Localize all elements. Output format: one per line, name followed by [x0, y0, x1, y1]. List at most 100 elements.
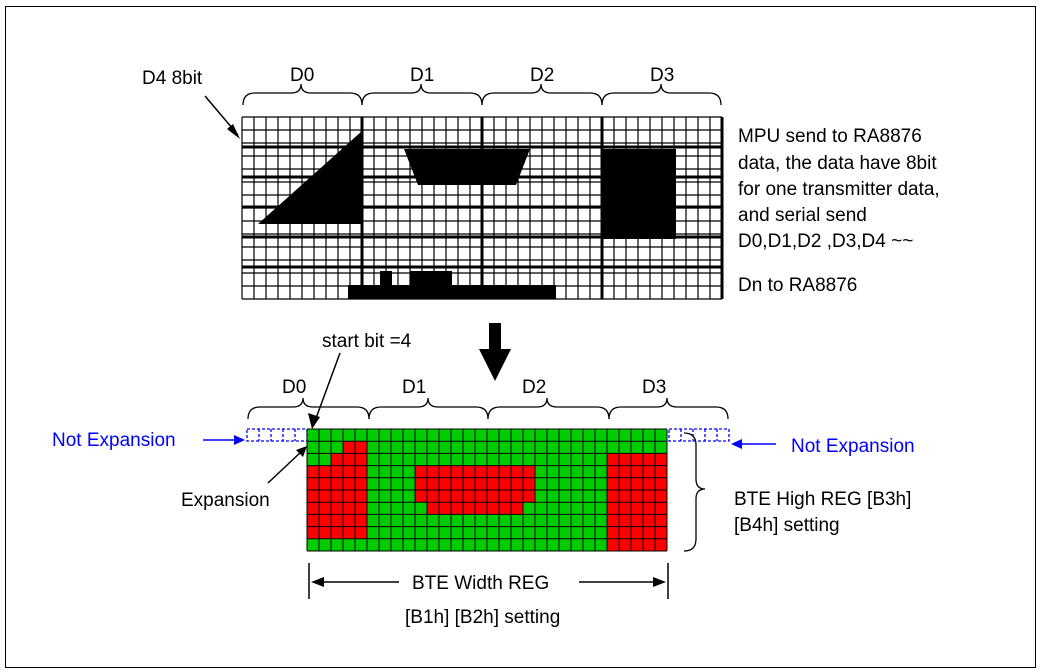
expanded-pixel-red — [511, 477, 523, 490]
expanded-pixel-red — [355, 477, 367, 490]
expanded-pixel-green — [319, 538, 331, 551]
expanded-pixel-red — [415, 465, 427, 478]
expanded-pixel-red — [307, 526, 319, 539]
expanded-pixel-green — [607, 441, 619, 454]
expanded-pixel-red — [343, 477, 355, 490]
expanded-pixel-green — [463, 453, 475, 466]
expanded-pixel-green — [571, 514, 583, 527]
expanded-pixel-red — [463, 465, 475, 478]
expanded-pixel-green — [583, 453, 595, 466]
expanded-pixel-red — [331, 502, 343, 515]
expanded-pixel-green — [595, 538, 607, 551]
expanded-pixel-red — [523, 490, 535, 503]
expanded-pixel-green — [511, 526, 523, 539]
expanded-pixel-green — [391, 526, 403, 539]
expanded-pixel-green — [535, 465, 547, 478]
expanded-pixel-green — [547, 453, 559, 466]
expanded-pixel-green — [547, 441, 559, 454]
d4-pointer-arrowhead — [227, 124, 240, 139]
expanded-pixel-green — [355, 429, 367, 442]
expanded-pixel-red — [319, 465, 331, 478]
expanded-pixel-green — [487, 453, 499, 466]
expanded-pixel-red — [523, 477, 535, 490]
expanded-pixel-red — [343, 465, 355, 478]
expanded-pixel-green — [511, 429, 523, 442]
expanded-pixel-red — [487, 465, 499, 478]
expanded-pixel-green — [307, 538, 319, 551]
expanded-pixel-red — [619, 526, 631, 539]
width-dimension — [308, 563, 669, 599]
expanded-pixel-red — [331, 490, 343, 503]
expanded-pixel-green — [595, 477, 607, 490]
expanded-pixel-red — [619, 490, 631, 503]
expanded-pixel-red — [475, 465, 487, 478]
expanded-pixel-red — [607, 538, 619, 551]
expanded-pixel-green — [475, 441, 487, 454]
expanded-pixel-green — [451, 514, 463, 527]
expanded-pixel-red — [607, 526, 619, 539]
expanded-pixel-green — [643, 441, 655, 454]
expanded-pixel-green — [439, 453, 451, 466]
expanded-pixel-green — [571, 441, 583, 454]
expanded-pixel-green — [475, 514, 487, 527]
expanded-pixel-green — [379, 477, 391, 490]
expanded-pixel-red — [655, 502, 667, 515]
expanded-pixel-green — [427, 441, 439, 454]
expanded-pixel-green — [511, 441, 523, 454]
expanded-pixel-green — [391, 514, 403, 527]
expanded-pixel-green — [487, 514, 499, 527]
expanded-pixel-green — [415, 538, 427, 551]
top-description: MPU send to RA8876 data, the data have 8… — [738, 126, 940, 296]
expanded-pixel-green — [319, 453, 331, 466]
expanded-pixel-green — [655, 441, 667, 454]
expanded-pixel-green — [427, 538, 439, 551]
expanded-pixel-green — [547, 429, 559, 442]
not-expansion-right-label: Not Expansion — [791, 436, 915, 457]
bottom-brace-d3 — [608, 397, 729, 420]
top-rect-shape — [602, 149, 676, 239]
expanded-pixel-green — [523, 502, 535, 515]
expanded-pixel-green — [547, 538, 559, 551]
expanded-pixel-red — [619, 453, 631, 466]
desc-line-4: and serial send — [738, 205, 867, 226]
expanded-pixel-green — [523, 441, 535, 454]
expanded-pixel-green — [307, 429, 319, 442]
expanded-pixel-green — [475, 429, 487, 442]
expanded-pixel-green — [391, 465, 403, 478]
expanded-pixel-green — [403, 477, 415, 490]
expanded-pixel-red — [355, 465, 367, 478]
expanded-pixel-red — [607, 502, 619, 515]
top-bottom-shape — [348, 271, 556, 299]
expanded-pixel-green — [571, 526, 583, 539]
expanded-pixel-green — [571, 502, 583, 515]
height-brace — [683, 432, 706, 552]
expanded-pixel-red — [343, 502, 355, 515]
expanded-pixel-red — [643, 538, 655, 551]
expanded-pixel-red — [475, 477, 487, 490]
expanded-pixel-red — [619, 514, 631, 527]
expanded-pixel-green — [571, 465, 583, 478]
expanded-pixel-green — [595, 441, 607, 454]
expanded-pixel-green — [331, 538, 343, 551]
expanded-pixel-red — [631, 465, 643, 478]
bottom-brace-d2 — [487, 397, 610, 420]
expanded-pixel-red — [343, 441, 355, 454]
expanded-pixel-red — [307, 477, 319, 490]
expanded-pixel-red — [499, 465, 511, 478]
expanded-pixel-red — [451, 477, 463, 490]
expanded-pixel-red — [631, 502, 643, 515]
expanded-pixel-red — [451, 502, 463, 515]
expanded-pixel-green — [439, 514, 451, 527]
expanded-pixel-red — [655, 538, 667, 551]
expanded-pixel-red — [499, 477, 511, 490]
expanded-pixel-green — [559, 502, 571, 515]
expanded-pixel-green — [439, 441, 451, 454]
expanded-pixel-green — [523, 538, 535, 551]
expanded-pixel-green — [523, 514, 535, 527]
top-byte-braces — [242, 83, 722, 106]
expanded-pixel-green — [583, 477, 595, 490]
expanded-pixel-green — [367, 429, 379, 442]
expanded-pixel-green — [379, 526, 391, 539]
expanded-pixel-red — [427, 465, 439, 478]
expanded-pixel-green — [583, 502, 595, 515]
